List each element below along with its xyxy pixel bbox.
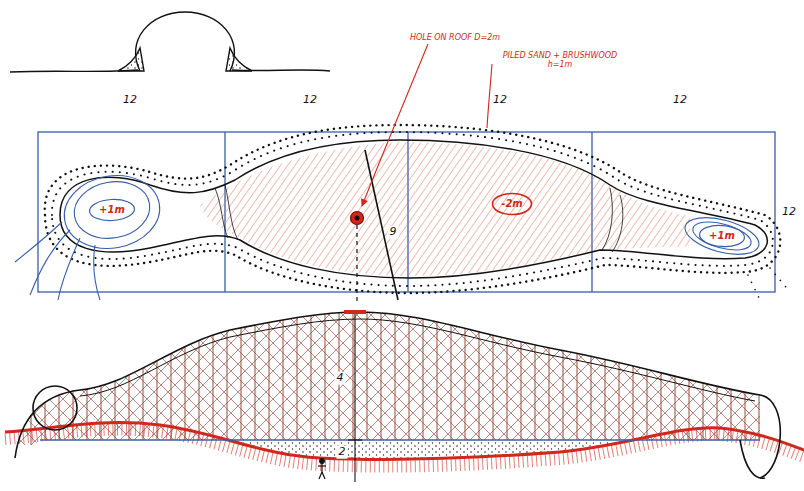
level-ellipse — [699, 224, 746, 248]
depth-dimension: 2 — [337, 446, 348, 459]
grid-dimension: 12 — [123, 94, 137, 107]
grid-dimension: 12 — [673, 94, 687, 107]
sand-note: PILED SAND + BRUSHWOOD h=1m — [490, 51, 630, 69]
level-text: +1m — [88, 204, 136, 216]
level-marker: -2m — [491, 192, 533, 216]
grid-dimension: 12 — [782, 206, 796, 219]
mound-contours — [15, 168, 763, 300]
human-figure — [318, 459, 326, 479]
ground-line — [5, 423, 804, 467]
level-ellipse — [89, 198, 135, 221]
plan-outline — [60, 140, 767, 278]
grid-dimension: 12 — [303, 94, 317, 107]
sunken-floor-hatch — [190, 135, 700, 285]
level-marker: +1m — [88, 198, 136, 222]
section-outline — [15, 312, 780, 482]
leader-lines — [362, 44, 492, 206]
roof-hole — [351, 150, 399, 305]
diameter-dimension: 9 — [388, 226, 399, 239]
level-text: +1m — [698, 230, 746, 242]
level-marker: +1m — [698, 224, 746, 248]
piled-sand — [45, 125, 790, 300]
grid-dimension: 12 — [493, 94, 507, 107]
height-dimension: 4 — [335, 372, 346, 385]
hole-note: HOLE ON ROOF D=2m — [410, 33, 500, 42]
plan-grid — [38, 132, 775, 292]
elevation-sketch — [10, 12, 330, 72]
level-text: -2m — [491, 198, 533, 210]
